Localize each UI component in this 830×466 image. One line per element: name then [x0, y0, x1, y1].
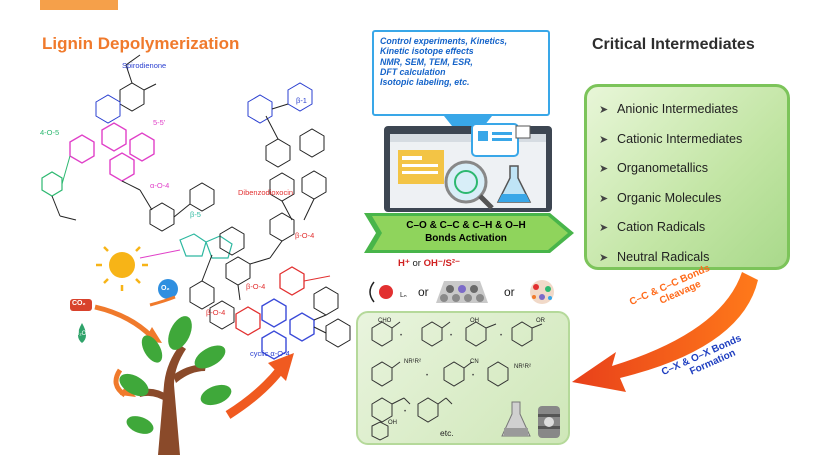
- intermediates-box: ➤Anionic Intermediates ➤Cationic Interme…: [584, 84, 790, 270]
- svg-text:•: •: [472, 373, 474, 379]
- sun-icon: [96, 246, 148, 291]
- five-five-label: 5-5': [153, 118, 166, 127]
- acid-label: H⁺: [398, 258, 410, 269]
- h2o-label: H₂O: [75, 331, 87, 337]
- intermediate-item: ➤Neutral Radicals: [599, 243, 779, 273]
- bonds-line-1: C–O & C–C & C–H & O–H: [406, 220, 526, 231]
- bonds-activation-banner: [364, 213, 574, 253]
- oh-label: OH: [470, 318, 479, 324]
- ligand-label: Lₙ: [400, 292, 407, 299]
- intermediate-item: ➤Anionic Intermediates: [599, 95, 779, 125]
- analysis-computer-illustration: [384, 116, 552, 212]
- methods-line-5: Isotopic labeling, etc.: [380, 77, 470, 88]
- arrow-bullet-icon: ➤: [599, 222, 609, 234]
- nanoparticle-surface-icon: [436, 281, 488, 303]
- cyclic-alpha-o-4-label: cyclic α-O-4: [250, 349, 290, 358]
- co2-label: CO₂: [72, 300, 86, 307]
- plant-illustration: [70, 246, 294, 455]
- beta-one-label: β-1: [296, 96, 307, 105]
- intermediate-item: ➤Organometallics: [599, 154, 779, 184]
- spirodienone-label: Spirodienone: [122, 61, 167, 70]
- amide-label: NR¹R²: [404, 359, 421, 365]
- methods-line-2: Kinetic isotope effects: [380, 46, 474, 57]
- magnifier-icon: [444, 160, 488, 204]
- etc-label: etc.: [440, 428, 454, 438]
- water-drop-icon: [78, 323, 86, 343]
- methods-line-3: NMR, SEM, TEM, ESR,: [380, 56, 473, 67]
- product-structures: • • • • • •: [371, 321, 560, 441]
- svg-text:•: •: [426, 373, 428, 379]
- amine-label: NR¹R²: [514, 364, 531, 370]
- beta-o-4-label-b: β-O-4: [206, 308, 226, 317]
- methods-line-1: Control experiments, Kinetics,: [380, 36, 508, 46]
- svg-text:•: •: [450, 333, 452, 339]
- cn-label: CN: [470, 359, 479, 365]
- analysis-methods-box: Control experiments, Kinetics, Kinetic i…: [372, 30, 550, 116]
- bonds-line-2: Bonds Activation: [425, 233, 507, 244]
- conditions-or: or: [412, 258, 421, 269]
- arrow-bullet-icon: ➤: [599, 251, 609, 264]
- o2-label: O₂: [161, 285, 170, 292]
- catalyst-row: [369, 280, 554, 304]
- metal-complex-icon: [369, 281, 393, 303]
- beta-o-4-label-c: β-O-4: [246, 282, 266, 291]
- beta-five-label: β-5: [190, 210, 201, 219]
- oxygen-bubble-icon: [158, 279, 178, 299]
- cho-label: CHO: [378, 318, 392, 324]
- lignin-depolymerization-title: Lignin Depolymerization: [42, 34, 240, 53]
- or-label: OR: [536, 318, 545, 324]
- beta-o-4-label-a: β-O-4: [295, 231, 315, 240]
- arrow-bullet-icon: ➤: [599, 192, 609, 205]
- catalyst-or-2: or: [504, 285, 515, 299]
- svg-text:•: •: [400, 333, 402, 339]
- bonds-activation-text: C–O & C–C & C–H & O–H Bonds Activation: [380, 219, 552, 245]
- critical-intermediates-title: Critical Intermediates: [592, 36, 755, 53]
- co2-tag-icon: [70, 299, 92, 311]
- phenol-oh-label: OH: [388, 420, 397, 426]
- lab-flask-icon: [501, 401, 531, 437]
- arrow-bullet-icon: ➤: [599, 163, 609, 175]
- svg-text:•: •: [404, 409, 406, 415]
- methods-line-4: DFT calculation: [380, 66, 446, 77]
- chemical-drum-icon: [538, 406, 560, 438]
- catalyst-or-1: or: [418, 285, 429, 299]
- transformation-arrow: [572, 272, 758, 392]
- intermediate-item: ➤Organic Molecules: [599, 184, 779, 214]
- four-o-five-label: 4-O-5: [40, 128, 60, 137]
- lignin-structure-diagram: [41, 54, 351, 360]
- intermediate-item: ➤Cation Radicals: [599, 213, 779, 243]
- reaction-conditions: H⁺ or OH⁻/S²⁻: [398, 258, 460, 269]
- mof-cluster-icon: [530, 280, 554, 304]
- arrow-bullet-icon: ➤: [599, 104, 609, 116]
- base-label: OH⁻/S²⁻: [423, 258, 461, 269]
- arrow-bullet-icon: ➤: [599, 133, 609, 146]
- alpha-o-4-label: α-O-4: [150, 181, 170, 190]
- dibenzodioxocin-label: Dibenzodioxocin: [238, 188, 294, 197]
- intermediate-item: ➤Cationic Intermediates: [599, 125, 779, 155]
- svg-text:•: •: [500, 333, 502, 339]
- top-accent-bar: [40, 0, 118, 10]
